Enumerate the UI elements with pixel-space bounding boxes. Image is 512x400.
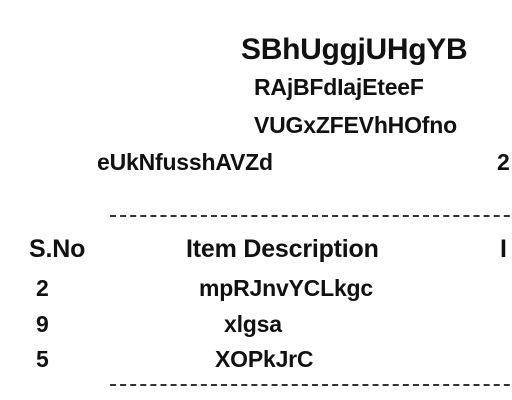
receipt-title: SBhUggjUHgYB [241,33,468,66]
table-row-description: xlgsa [224,311,282,337]
dashed-divider-top [110,215,512,217]
table-row-description: mpRJnvYCLkgc [199,275,373,301]
receipt-info-left: eUkNfusshAVZd [97,149,273,175]
column-header-truncated: I [500,235,507,263]
table-row-sno: 5 [36,346,49,372]
column-header-item-description: Item Description [186,235,379,263]
table-row-description: XOPkJrC [215,346,314,372]
column-header-sno: S.No [29,235,86,263]
receipt-subtitle-1: RAjBFdIajEteeF [254,74,424,100]
table-row-sno: 2 [36,275,49,301]
receipt-subtitle-2: VUGxZFEVhHOfno [254,112,457,138]
dashed-divider-bottom [110,384,512,386]
receipt-info-right: 2 [497,149,510,175]
table-row-sno: 9 [36,311,49,337]
